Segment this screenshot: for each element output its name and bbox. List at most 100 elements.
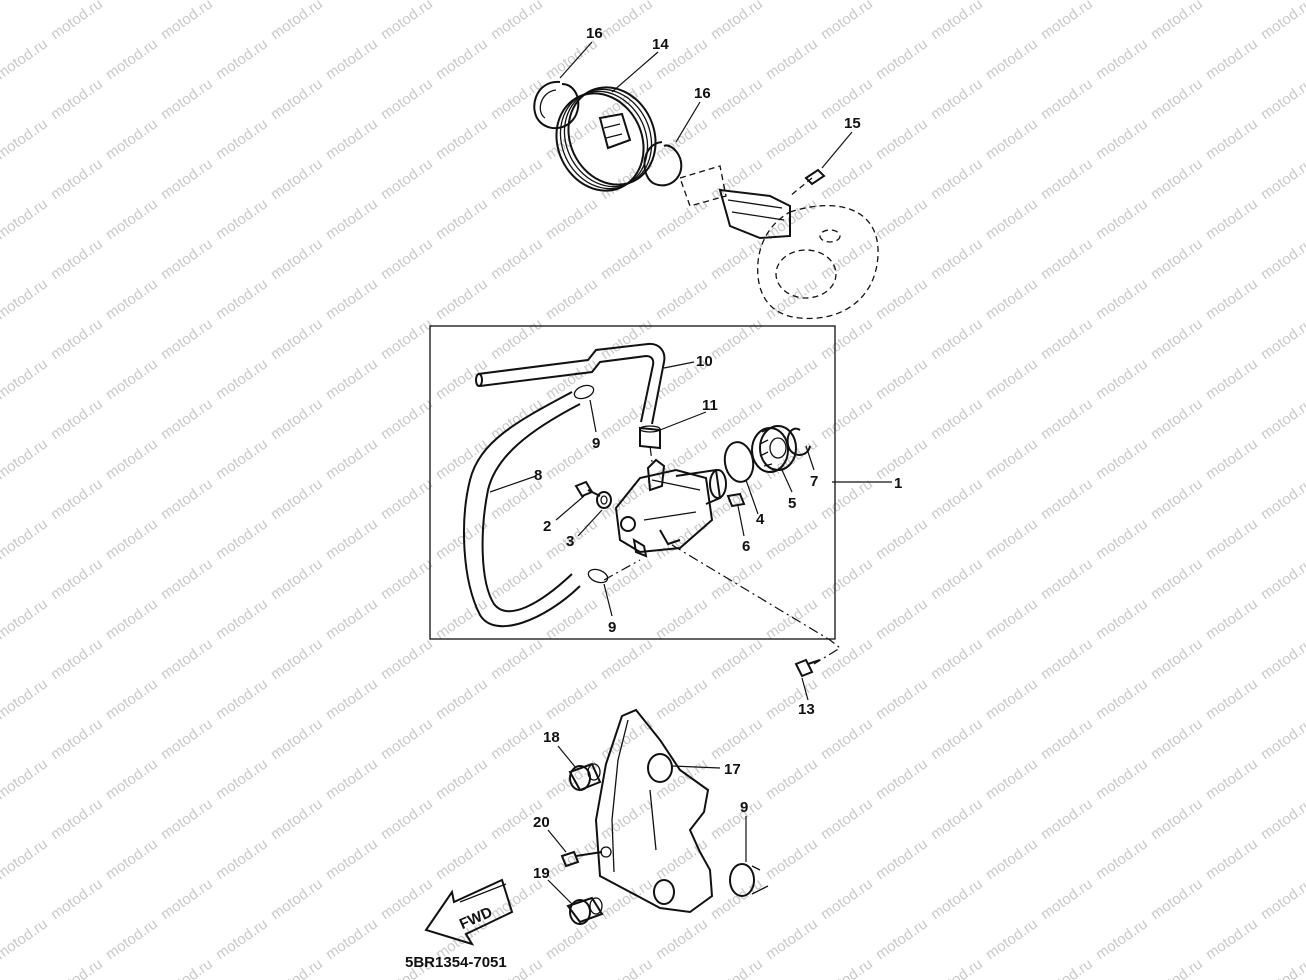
watermark-text: motod.ru — [378, 795, 436, 843]
watermark-text: motod.ru — [268, 555, 326, 603]
watermark-text: motod.ru — [543, 275, 601, 323]
watermark-text: motod.ru — [433, 275, 491, 323]
callout-1: 1 — [894, 475, 902, 492]
watermark-text: motod.ru — [763, 0, 821, 3]
watermark-text: motod.ru — [268, 475, 326, 523]
watermark-text: motod.ru — [818, 0, 876, 43]
watermark-text: motod.ru — [983, 755, 1041, 803]
watermark-text: motod.ru — [928, 955, 986, 980]
watermark-text: motod.ru — [1038, 715, 1096, 763]
watermark-text: motod.ru — [983, 0, 1041, 3]
watermark-text: motod.ru — [158, 875, 216, 923]
watermark-text: motod.ru — [763, 755, 821, 803]
callout-9-lower: 9 — [740, 799, 748, 816]
watermark-text: motod.ru — [873, 595, 931, 643]
watermark-text: motod.ru — [818, 395, 876, 443]
watermark-text: motod.ru — [488, 315, 546, 363]
watermark-text: motod.ru — [48, 555, 106, 603]
watermark-text: motod.ru — [268, 635, 326, 683]
callout-20: 20 — [533, 814, 550, 831]
callout-10: 10 — [696, 353, 713, 370]
watermark-text: motod.ru — [1203, 115, 1261, 163]
watermark-text: motod.ru — [763, 915, 821, 963]
watermark-text: motod.ru — [873, 835, 931, 883]
watermark-text: motod.ru — [928, 715, 986, 763]
watermark-text: motod.ru — [708, 155, 766, 203]
callout-labels: 16 14 16 15 10 11 9 8 7 1 5 4 6 2 3 9 13… — [533, 25, 902, 882]
watermark-text: motod.ru — [103, 835, 161, 883]
watermark-text: motod.ru — [48, 235, 106, 283]
watermark-text: motod.ru — [213, 435, 271, 483]
watermark-text: motod.ru — [268, 315, 326, 363]
watermark-text: motod.ru — [763, 835, 821, 883]
watermark-text: motod.ru — [103, 675, 161, 723]
watermark-text: motod.ru — [928, 235, 986, 283]
watermark-text: motod.ru — [213, 835, 271, 883]
watermark-text: motod.ru — [158, 715, 216, 763]
watermark-text: motod.ru — [103, 355, 161, 403]
callout-17: 17 — [724, 761, 741, 778]
watermark-text: motod.ru — [1038, 315, 1096, 363]
clip-9-top — [573, 384, 595, 400]
watermark-text: motod.ru — [763, 115, 821, 163]
watermark-text: motod.ru — [103, 595, 161, 643]
callout-11: 11 — [702, 397, 718, 414]
watermark-text: motod.ru — [1148, 555, 1206, 603]
watermark-text: motod.ru — [0, 755, 51, 803]
watermark-text: motod.ru — [0, 675, 51, 723]
watermark-text: motod.ru — [1038, 155, 1096, 203]
watermark-text: motod.ru — [1258, 235, 1306, 283]
watermark-text: motod.ru — [763, 35, 821, 83]
pump-gear-5 — [751, 425, 797, 473]
watermark-text: motod.ru — [708, 75, 766, 123]
watermark-text: motod.ru — [1038, 475, 1096, 523]
watermark-text: motod.ru — [1258, 715, 1306, 763]
callout-9-bottom: 9 — [608, 619, 616, 636]
watermark-text: motod.ru — [0, 355, 51, 403]
watermark-text: motod.ru — [1148, 875, 1206, 923]
watermark-text: motod.ru — [103, 0, 161, 3]
watermark-text: motod.ru — [818, 955, 876, 980]
watermark-text: motod.ru — [213, 195, 271, 243]
watermark-text: motod.ru — [323, 35, 381, 83]
watermark-text: motod.ru — [158, 555, 216, 603]
watermark-text: motod.ru — [488, 715, 546, 763]
watermark-text: motod.ru — [1038, 955, 1096, 980]
watermark-text: motod.ru — [213, 355, 271, 403]
watermark-text: motod.ru — [928, 75, 986, 123]
watermark-text: motod.ru — [488, 635, 546, 683]
watermark-text: motod.ru — [598, 395, 656, 443]
watermark-text: motod.ru — [1203, 0, 1261, 3]
watermark-text: motod.ru — [928, 315, 986, 363]
watermark-text: motod.ru — [1203, 915, 1261, 963]
watermark-text: motod.ru — [1258, 475, 1306, 523]
watermark-text: motod.ru — [1258, 795, 1306, 843]
watermark-text: motod.ru — [1148, 315, 1206, 363]
watermark-text: motod.ru — [1203, 755, 1261, 803]
watermark-text: motod.ru — [48, 475, 106, 523]
watermark-text: motod.ru — [1203, 595, 1261, 643]
watermark-text: motod.ru — [1038, 635, 1096, 683]
shaft — [679, 165, 791, 240]
watermark-text: motod.ru — [1148, 155, 1206, 203]
watermark-text: motod.ru — [433, 195, 491, 243]
watermark-text: motod.ru — [158, 795, 216, 843]
callout-15: 15 — [844, 115, 861, 132]
watermark-text: motod.ru — [433, 115, 491, 163]
watermark-text: motod.ru — [1258, 0, 1306, 43]
watermark-text: motod.ru — [983, 435, 1041, 483]
watermark-text: motod.ru — [928, 635, 986, 683]
pin-15 — [789, 168, 826, 197]
watermark-text: motod.ru — [763, 595, 821, 643]
watermark-text: motod.ru — [158, 635, 216, 683]
watermark-text: motod.ru — [323, 755, 381, 803]
watermark-text: motod.ru — [103, 195, 161, 243]
watermark-text: motod.ru — [983, 515, 1041, 563]
watermark-text: motod.ru — [818, 875, 876, 923]
watermark-text: motod.ru — [1093, 35, 1151, 83]
watermark-text: motod.ru — [1148, 75, 1206, 123]
watermark-text: motod.ru — [1203, 835, 1261, 883]
watermark-text: motod.ru — [928, 395, 986, 443]
watermark-text: motod.ru — [653, 595, 711, 643]
watermark-text: motod.ru — [103, 275, 161, 323]
